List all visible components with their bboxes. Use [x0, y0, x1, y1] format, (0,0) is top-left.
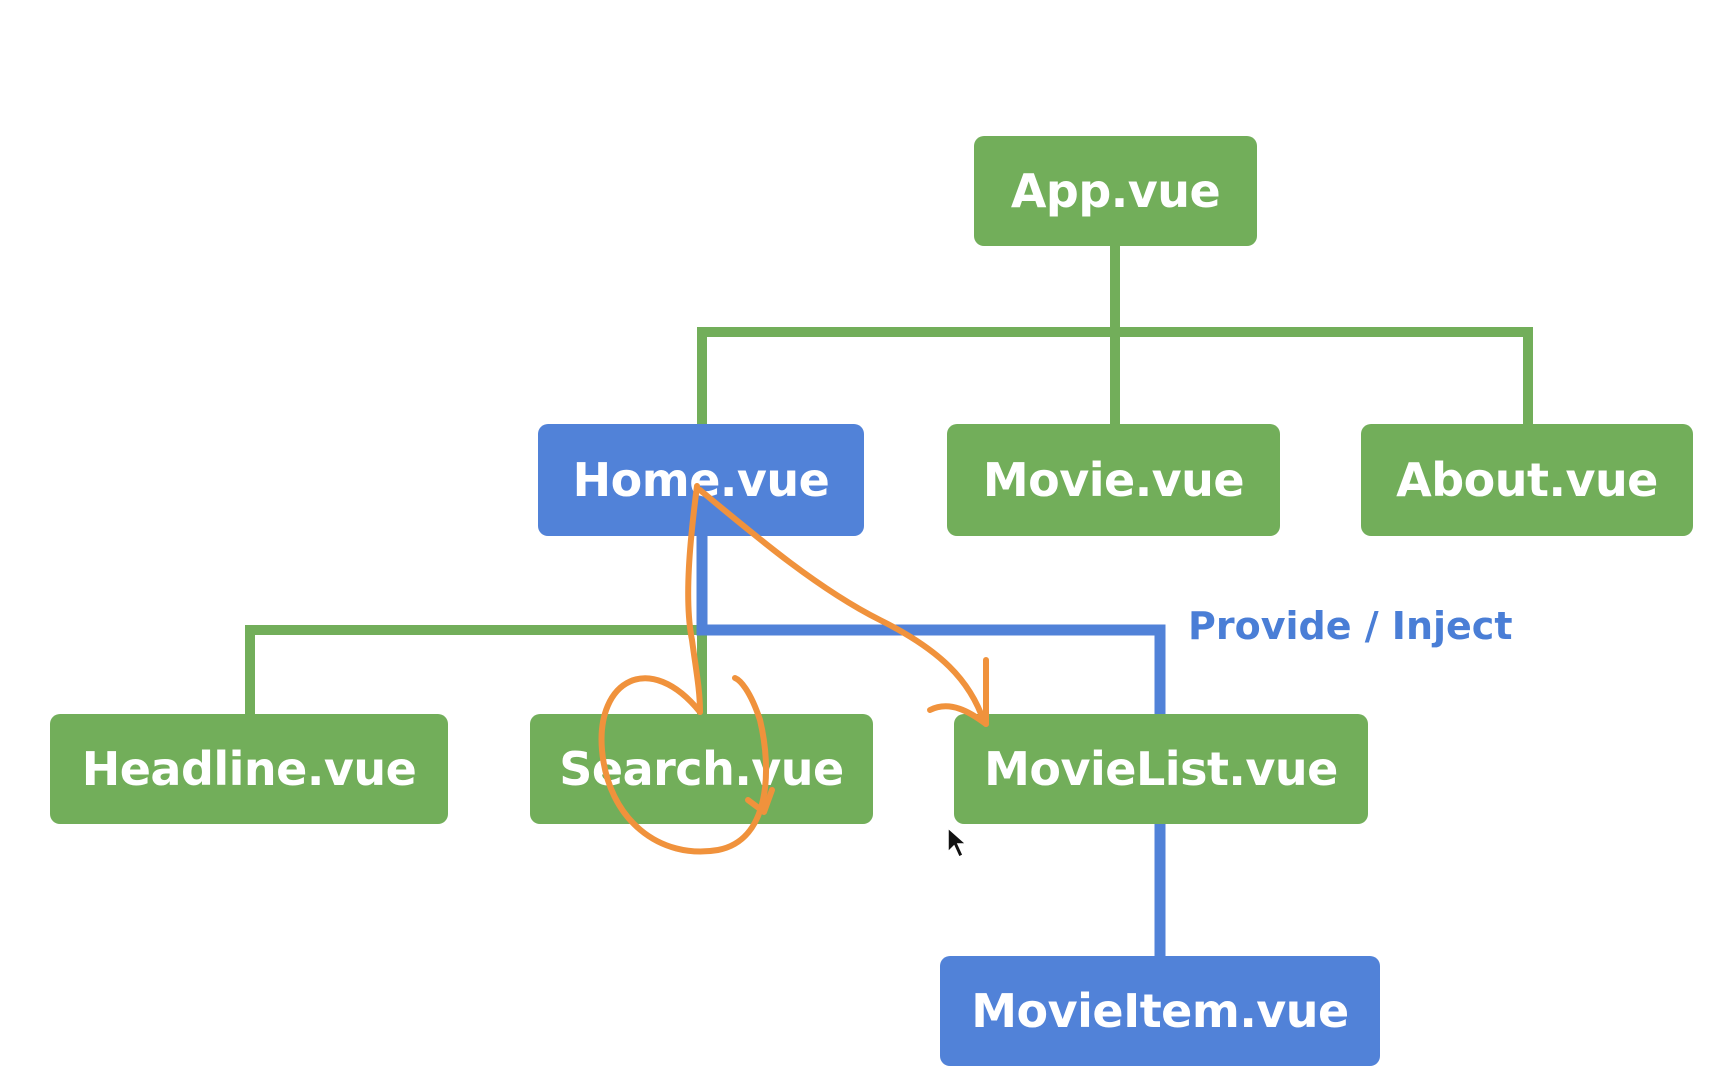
home-vue-label: Home.vue	[572, 453, 830, 507]
movie-vue-label: Movie.vue	[982, 453, 1245, 507]
annotation-search-arrowhead	[745, 787, 775, 815]
home-vue-node: Home.vue	[538, 424, 864, 536]
annotation-search-circle	[598, 675, 770, 855]
annotation-home-to-search-stroke	[685, 483, 703, 715]
movielist-vue-node: MovieList.vue	[954, 714, 1368, 824]
provide-inject-label: Provide / Inject	[1188, 604, 1513, 648]
about-vue-label: About.vue	[1396, 453, 1658, 507]
movielist-vue-label: MovieList.vue	[984, 742, 1338, 796]
movieitem-vue-label: MovieItem.vue	[971, 984, 1349, 1038]
search-vue-node: Search.vue	[530, 714, 873, 824]
annotation-home-to-movielist-arrow	[697, 487, 987, 725]
headline-vue-node: Headline.vue	[50, 714, 448, 824]
movieitem-vue-node: MovieItem.vue	[940, 956, 1380, 1066]
annotation-movielist-arrowhead	[927, 703, 989, 727]
app-vue-node: App.vue	[974, 136, 1257, 246]
app-vue-label: App.vue	[1010, 164, 1221, 218]
headline-vue-label: Headline.vue	[81, 742, 417, 796]
about-vue-node: About.vue	[1361, 424, 1693, 536]
movie-vue-node: Movie.vue	[947, 424, 1280, 536]
